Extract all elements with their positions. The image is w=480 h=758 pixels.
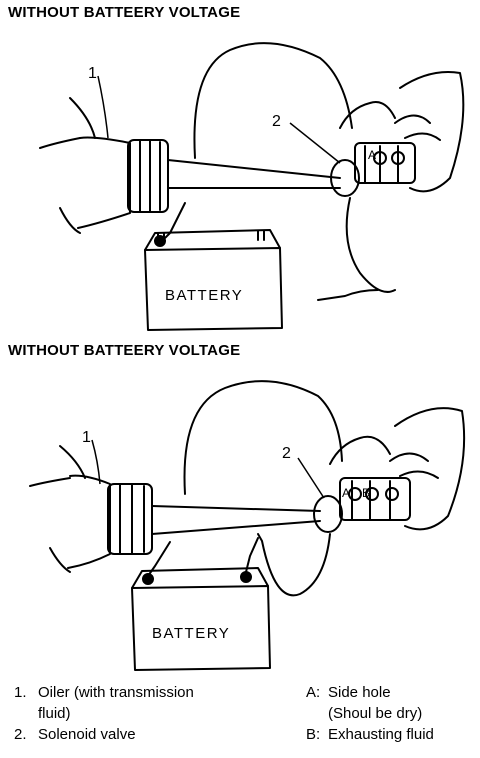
oiler-spout	[167, 159, 341, 189]
legend-item-oiler: 1. Oiler (with transmission fluid)	[14, 682, 194, 724]
battery-label: BATTERY	[152, 625, 230, 642]
oiler-neck	[127, 139, 169, 213]
legend-left: 1. Oiler (with transmission fluid) 2. So…	[14, 682, 194, 745]
solenoid-valve	[330, 159, 360, 197]
oiler-hand	[39, 97, 96, 234]
figure1-title: WITHOUT BATTEERY VOLTAGE	[8, 4, 241, 21]
legend-number: 1.	[14, 684, 27, 701]
callout-a: A	[368, 148, 376, 162]
oiler-rings	[119, 483, 145, 555]
battery-box	[144, 247, 283, 331]
battery-label: BATTERY	[165, 287, 243, 304]
oiler-hand	[29, 445, 86, 573]
wire-top	[193, 42, 353, 159]
oiler-neck	[107, 483, 153, 555]
legend-item-exhausting: B: Exhausting fluid	[306, 724, 434, 745]
oiler-sleeve	[67, 474, 111, 569]
callout-2: 2	[272, 113, 281, 130]
legend-text: Oiler (with transmission fluid)	[38, 682, 194, 724]
wire-battery	[147, 541, 171, 577]
wire-lower	[317, 197, 396, 301]
callout-a: A	[342, 486, 350, 500]
callout-b: B	[362, 486, 370, 500]
figure1-illustration: 1 2 A BATTERY	[39, 42, 465, 331]
legend-text: Side hole (Shoul be dry)	[328, 682, 422, 724]
solenoid-valve	[313, 495, 343, 533]
hand-right	[329, 407, 466, 531]
callout-1: 1	[88, 65, 97, 82]
legend-item-solenoid: 2. Solenoid valve	[14, 724, 194, 745]
legend-text: Exhausting fluid	[328, 726, 434, 743]
legend-number: 2.	[14, 726, 27, 743]
figure2-illustration: 1 2 A B BATTERY	[29, 380, 466, 671]
callout-1: 1	[82, 429, 91, 446]
legend-letter: B:	[306, 726, 321, 743]
oiler-sleeve	[77, 136, 131, 229]
wire-battery-2	[244, 537, 259, 577]
legend-text-line2: fluid)	[38, 705, 71, 722]
legend-letter: A:	[306, 684, 321, 701]
wire-top	[183, 380, 343, 495]
battery-box	[131, 585, 271, 671]
wire-lower	[257, 533, 331, 597]
legend-text: Solenoid valve	[38, 726, 136, 743]
legend-text-line1: Oiler (with transmission	[38, 684, 194, 701]
legend-right: A: Side hole (Shoul be dry) B: Exhaustin…	[306, 682, 434, 745]
callout-2: 2	[282, 445, 291, 462]
legend-text-line2: (Shoul be dry)	[328, 705, 423, 722]
hand-right	[339, 71, 465, 193]
oiler-rings	[139, 139, 161, 213]
legend-item-side-hole: A: Side hole (Shoul be dry)	[306, 682, 434, 724]
legend-text-line1: Side hole	[328, 684, 391, 701]
figure2-title: WITHOUT BATTEERY VOLTAGE	[8, 342, 241, 359]
oiler-spout	[151, 505, 321, 535]
